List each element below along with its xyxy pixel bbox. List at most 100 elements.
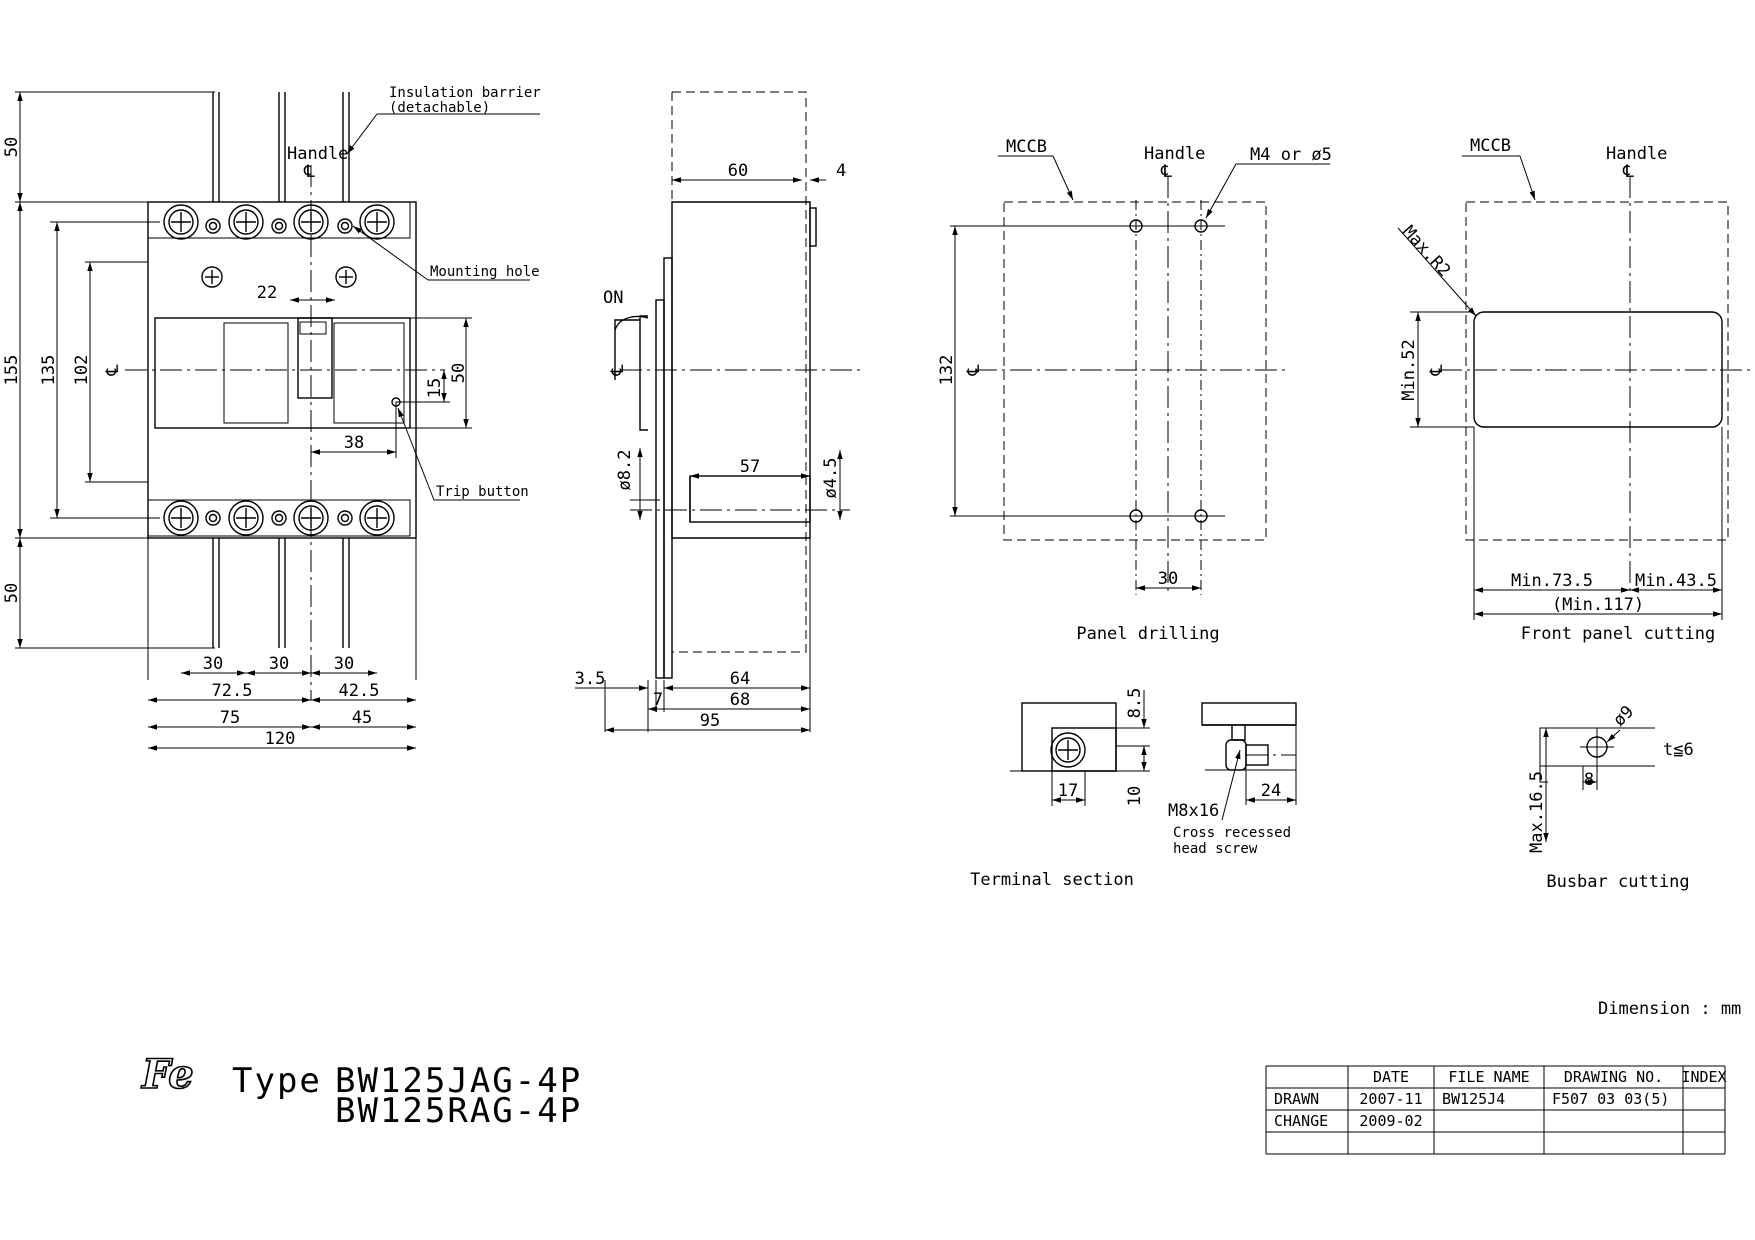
dim-min43-5: Min.43.5 [1635, 571, 1717, 591]
dim-50-bottom: 50 [2, 583, 22, 603]
terminal-screw [228, 500, 264, 536]
cutting-centerline: ℄ [1427, 364, 1447, 376]
side-centerline: ℄ [608, 364, 628, 376]
dim-64: 64 [730, 669, 750, 689]
terminal-screw [359, 500, 395, 536]
dim-135: 135 [39, 355, 59, 386]
mounting-hole [271, 218, 287, 234]
handle-label: Handle [287, 144, 348, 164]
terminal-section-caption: Terminal section [970, 870, 1134, 890]
table-cell: F507 03 03(5) [1552, 1090, 1669, 1108]
model-name-1: BW125JAG-4P [335, 1061, 582, 1101]
dim-132: 132 [937, 355, 957, 386]
dim-phi9: ø9 [1609, 702, 1638, 731]
dim-50-top: 50 [2, 137, 22, 157]
dim-60: 60 [728, 161, 748, 181]
t-le-6-label: t≦6 [1663, 740, 1694, 760]
dim-7: 7 [653, 690, 663, 710]
table-cell: BW125J4 [1442, 1090, 1505, 1108]
front-panel-cutting-caption: Front panel cutting [1521, 624, 1715, 644]
terminal-screw [163, 204, 199, 240]
table-cell: 2009-02 [1359, 1112, 1422, 1130]
dim-max16-5: Max.16.5 [1527, 771, 1547, 853]
head-screw-label: head screw [1173, 841, 1258, 857]
dim-8-2: ø8.2 [615, 450, 635, 491]
cutting-handle-label: Handle [1606, 144, 1667, 164]
mounting-hole [337, 510, 353, 526]
centerline-mark: ℄ [103, 364, 123, 376]
front-view: 50 155 135 102 50 ℄ 22 50 15 38 30 30 30… [2, 85, 541, 751]
dim-4-5: ø4.5 [821, 458, 841, 499]
max-r2-label: Max.R2 [1398, 222, 1454, 281]
dim-24: 24 [1261, 781, 1281, 801]
table-cell: 2007-11 [1359, 1090, 1422, 1108]
dim-min117: (Min.117) [1552, 595, 1644, 615]
dim-68: 68 [730, 690, 750, 710]
dim-8-5: 8.5 [1125, 688, 1145, 719]
dim-min52: Min.52 [1399, 339, 1419, 400]
dim-120: 120 [265, 729, 296, 749]
terminal-screw [163, 500, 199, 536]
m8x16-label: M8x16 [1168, 801, 1219, 821]
dim-4: 4 [836, 161, 846, 181]
cross-recessed-label: Cross recessed [1173, 825, 1291, 841]
type-prefix: Type [232, 1061, 322, 1101]
dim-38: 38 [344, 433, 364, 453]
dim-min73-5: Min.73.5 [1511, 571, 1593, 591]
dim-15: 15 [425, 378, 445, 398]
terminal-section-view: 8.5 10 17 Terminal section 24 M8x16 Cros… [970, 688, 1297, 890]
dim-3-5: 3.5 [575, 669, 606, 689]
table-header-cell: DRAWING NO. [1564, 1068, 1663, 1086]
mccb-label: MCCB [1006, 137, 1047, 157]
handle [297, 317, 333, 399]
table-cell: CHANGE [1274, 1112, 1328, 1130]
dim-30-b: 30 [269, 654, 289, 674]
mccb-outline [1003, 201, 1267, 541]
dim-75: 75 [220, 708, 240, 728]
drilling-handle-label: Handle [1144, 144, 1205, 164]
dim-102: 102 [72, 355, 92, 386]
insulation-barrier-label-2: (detachable) [389, 100, 490, 116]
mounting-hole-label: Mounting hole [430, 264, 540, 280]
handle-centerline: ℄ [303, 162, 315, 182]
dim-10: 10 [1125, 786, 1145, 806]
busbar-cutting-view: 8 ø9 t≦6 Max.16.5 Busbar cutting [1527, 702, 1694, 892]
dim-42-5: 42.5 [339, 681, 380, 701]
drilling-centerline: ℄ [964, 364, 984, 376]
table-header-cell: INDEX [1681, 1068, 1726, 1086]
on-label: ON [603, 288, 623, 308]
dim-30-a: 30 [203, 654, 223, 674]
table-header-cell: DATE [1373, 1068, 1409, 1086]
cutting-handle-centerline: ℄ [1622, 162, 1634, 182]
cutting-mccb-label: MCCB [1470, 136, 1511, 156]
dim-22: 22 [257, 283, 277, 303]
dim-45: 45 [352, 708, 372, 728]
mounting-hole [337, 218, 353, 234]
panel-cutout [1473, 311, 1723, 428]
dim-30-c: 30 [334, 654, 354, 674]
side-view: ON ℄ 60 4 57 ø8.2 ø4.5 3.5 64 7 68 95 [575, 91, 860, 733]
panel-drilling-caption: Panel drilling [1076, 624, 1219, 644]
m4-or-5-label: M4 or ø5 [1250, 145, 1332, 165]
table-cell: DRAWN [1274, 1090, 1319, 1108]
dim-8-busbar: 8 [1584, 770, 1594, 790]
mounting-hole [205, 510, 221, 526]
fuji-electric-logo: Fe [140, 1050, 194, 1099]
mounting-hole [205, 218, 221, 234]
dim-95: 95 [700, 711, 720, 731]
dim-50-window: 50 [449, 363, 469, 383]
dim-72-5: 72.5 [212, 681, 253, 701]
svg-text:Fe: Fe [141, 1051, 194, 1098]
dimension-unit: Dimension : mm [1598, 999, 1741, 1019]
busbar-cutting-caption: Busbar cutting [1546, 872, 1689, 892]
model-name-2: BW125RAG-4P [335, 1091, 582, 1131]
mounting-hole [271, 510, 287, 526]
trip-button-label: Trip button [436, 484, 529, 500]
side-handle [614, 319, 640, 380]
insulation-barrier-label: Insulation barrier [389, 85, 541, 101]
front-panel-cutting-view: Min.52 ℄ Min.73.5 Min.43.5 (Min.117) MCC… [1397, 136, 1750, 644]
dim-155: 155 [2, 355, 22, 386]
dim-57: 57 [740, 457, 760, 477]
